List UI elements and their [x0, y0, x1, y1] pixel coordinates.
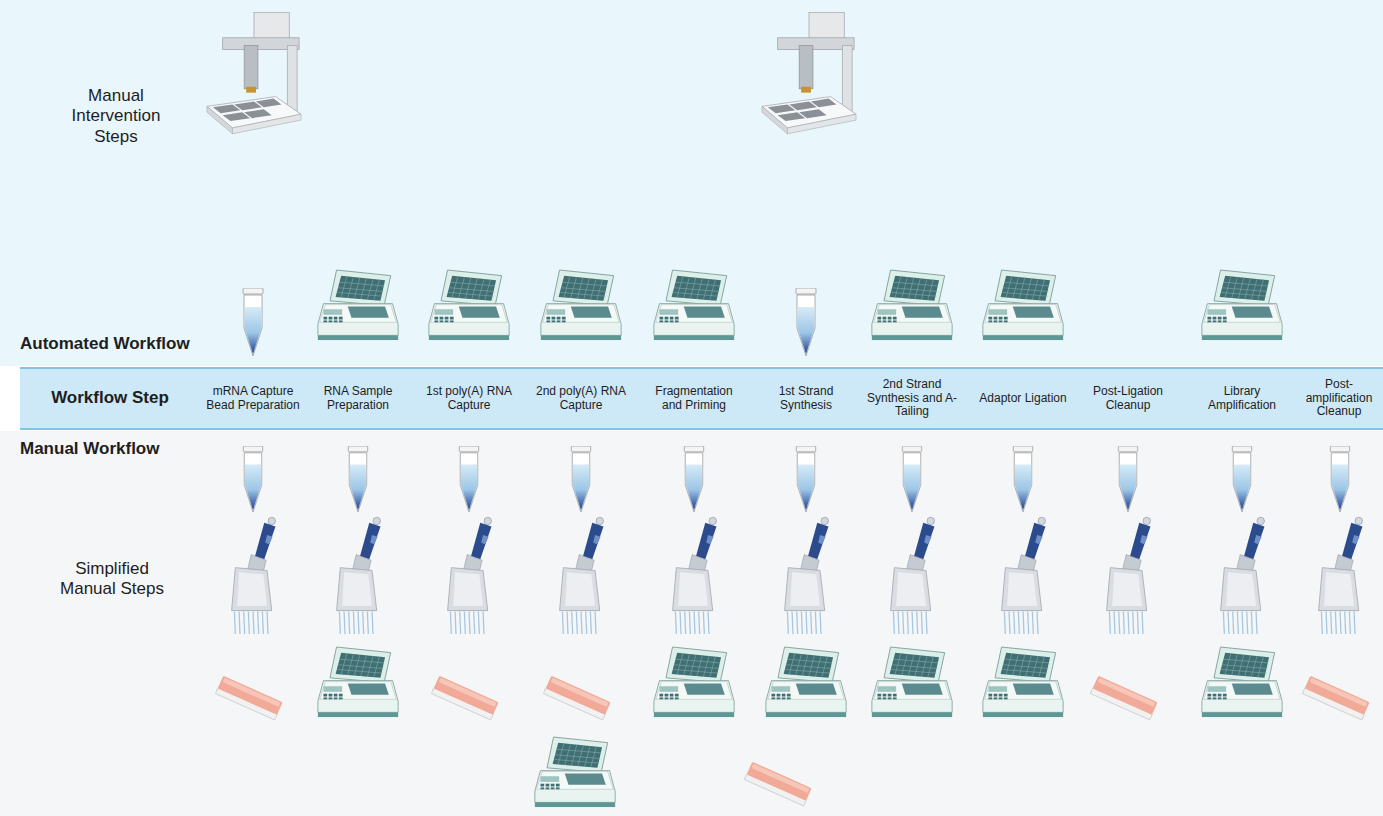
manual-panel: Manual WorkflowSimplified Manual Steps	[0, 431, 1383, 816]
liquid-handler-robot	[207, 12, 856, 134]
magnetic-plate-icon	[431, 676, 498, 720]
reagent-tube-icon	[1118, 446, 1137, 512]
thermal-cycler-icon	[654, 647, 734, 717]
thermal-cycler-icon	[1202, 647, 1282, 717]
workflow-step-label: Post-amplification Cleanup	[1299, 369, 1379, 428]
reagent-tube-icon	[459, 446, 478, 512]
thermal-cycler-icon	[983, 647, 1063, 717]
thermal-cycler-icon	[318, 270, 398, 340]
workflow-step-label: mRNA Capture Bead Preparation	[203, 369, 303, 428]
reagent-tube-icon	[571, 446, 590, 512]
multichannel-pipette-icon	[560, 517, 604, 634]
reagent-tube-icon	[684, 446, 703, 512]
multichannel-pipette-icon	[1107, 517, 1151, 634]
manual-icons	[215, 446, 1369, 807]
liquid-handler-robot	[207, 12, 301, 134]
workflow-step-label: Adaptor Ligation	[973, 369, 1073, 428]
liquid-handler-robot	[762, 12, 856, 134]
thermal-cycler-icon	[654, 270, 734, 340]
thermal-cycler-icon	[1202, 270, 1282, 340]
multichannel-pipette-icon	[891, 517, 935, 634]
reagent-tube-icon	[243, 446, 262, 512]
automated-icons	[243, 270, 1282, 356]
workflow-step-label: Library Amplification	[1192, 369, 1292, 428]
magnetic-plate-icon	[1090, 676, 1157, 720]
thermal-cycler-icon	[872, 647, 952, 717]
multichannel-pipette-icon	[673, 517, 717, 634]
multichannel-pipette-icon	[1319, 517, 1363, 634]
thermal-cycler-icon	[983, 270, 1063, 340]
reagent-tube-icon	[796, 446, 815, 512]
thermal-cycler-icon	[535, 737, 615, 807]
row-heading: Workflow Step	[20, 369, 200, 428]
multichannel-pipette-icon	[337, 517, 381, 634]
reagent-tube-icon	[796, 288, 816, 356]
workflow-step-label: 1st Strand Synthesis	[756, 369, 856, 428]
reagent-tube-icon	[348, 446, 367, 512]
workflow-step-band: Workflow StepmRNA Capture Bead Preparati…	[20, 367, 1383, 430]
reagent-tube-icon	[243, 288, 263, 356]
magnetic-plate-icon	[744, 762, 811, 806]
magnetic-plate-icon	[543, 676, 610, 720]
thermal-cycler-icon	[429, 270, 509, 340]
automated-panel: Manual Intervention StepsAutomated Workf…	[0, 0, 1383, 366]
reagent-tube-icon	[902, 446, 921, 512]
workflow-step-label: Post-Ligation Cleanup	[1078, 369, 1178, 428]
row-heading: Simplified Manual Steps	[52, 559, 172, 600]
reagent-tube-icon	[1013, 446, 1032, 512]
row-heading: Automated Workflow	[20, 334, 240, 354]
multichannel-pipette-icon	[232, 517, 276, 634]
row-heading: Manual Workflow	[20, 439, 240, 459]
workflow-step-label: 2nd Strand Synthesis and A-Tailing	[862, 369, 962, 428]
workflow-step-label: 2nd poly(A) RNA Capture	[531, 369, 631, 428]
row-heading: Manual Intervention Steps	[56, 86, 176, 147]
multichannel-pipette-icon	[448, 517, 492, 634]
multichannel-pipette-icon	[785, 517, 829, 634]
workflow-step-label: 1st poly(A) RNA Capture	[419, 369, 519, 428]
multichannel-pipette-icon	[1221, 517, 1265, 634]
magnetic-plate-icon	[215, 676, 282, 720]
magnetic-plate-icon	[1302, 676, 1369, 720]
reagent-tube-icon	[1330, 446, 1349, 512]
workflow-step-label: RNA Sample Preparation	[308, 369, 408, 428]
thermal-cycler-icon	[541, 270, 621, 340]
thermal-cycler-icon	[766, 647, 846, 717]
thermal-cycler-icon	[318, 647, 398, 717]
reagent-tube-icon	[1232, 446, 1251, 512]
thermal-cycler-icon	[872, 270, 952, 340]
workflow-step-label: Fragmentation and Priming	[644, 369, 744, 428]
multichannel-pipette-icon	[1002, 517, 1046, 634]
